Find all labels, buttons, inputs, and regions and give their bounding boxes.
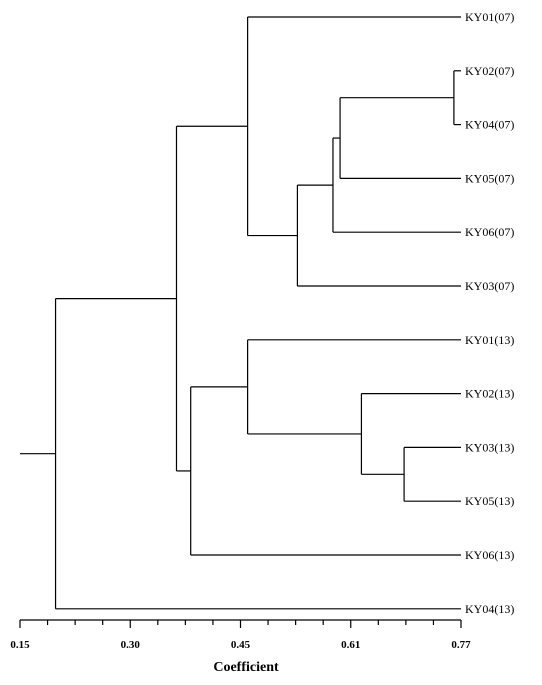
tick-label-0-45: 0.45: [231, 639, 251, 651]
axis-title: Coefficient: [213, 660, 279, 675]
tick-label-0-30: 0.30: [121, 639, 141, 651]
leaf-labels-group: KY01(07) KY02(07) KY04(07) KY05(07) KY06(07)…: [465, 10, 514, 616]
leaf-label-ky04-07: KY04(07): [465, 118, 514, 132]
leaf-label-ky01-13: KY01(13): [465, 333, 514, 347]
tick-label-0-61: 0.61: [341, 639, 360, 651]
coefficient-axis: 0.15 0.30 0.45 0.61 0.77 Coefficient: [10, 619, 471, 675]
axis-tick-labels-group: 0.15 0.30 0.45 0.61 0.77: [10, 639, 471, 651]
branches-group: [20, 16, 461, 610]
leaf-label-ky02-07: KY02(07): [465, 64, 514, 78]
leaf-label-ky05-07: KY05(07): [465, 171, 514, 185]
leaf-label-ky04-13: KY04(13): [465, 602, 514, 616]
leaf-label-ky05-13: KY05(13): [465, 494, 514, 508]
leaf-label-ky01-07: KY01(07): [465, 10, 514, 24]
leaf-label-ky06-07: KY06(07): [465, 225, 514, 239]
tick-label-0-15: 0.15: [10, 639, 30, 651]
leaf-label-ky03-13: KY03(13): [465, 440, 514, 454]
axis-ticks-group: [19, 620, 462, 628]
tick-label-0-77: 0.77: [451, 639, 471, 651]
leaf-label-ky06-13: KY06(13): [465, 548, 514, 562]
leaf-label-ky03-07: KY03(07): [465, 279, 514, 293]
leaf-label-ky02-13: KY02(13): [465, 387, 514, 401]
